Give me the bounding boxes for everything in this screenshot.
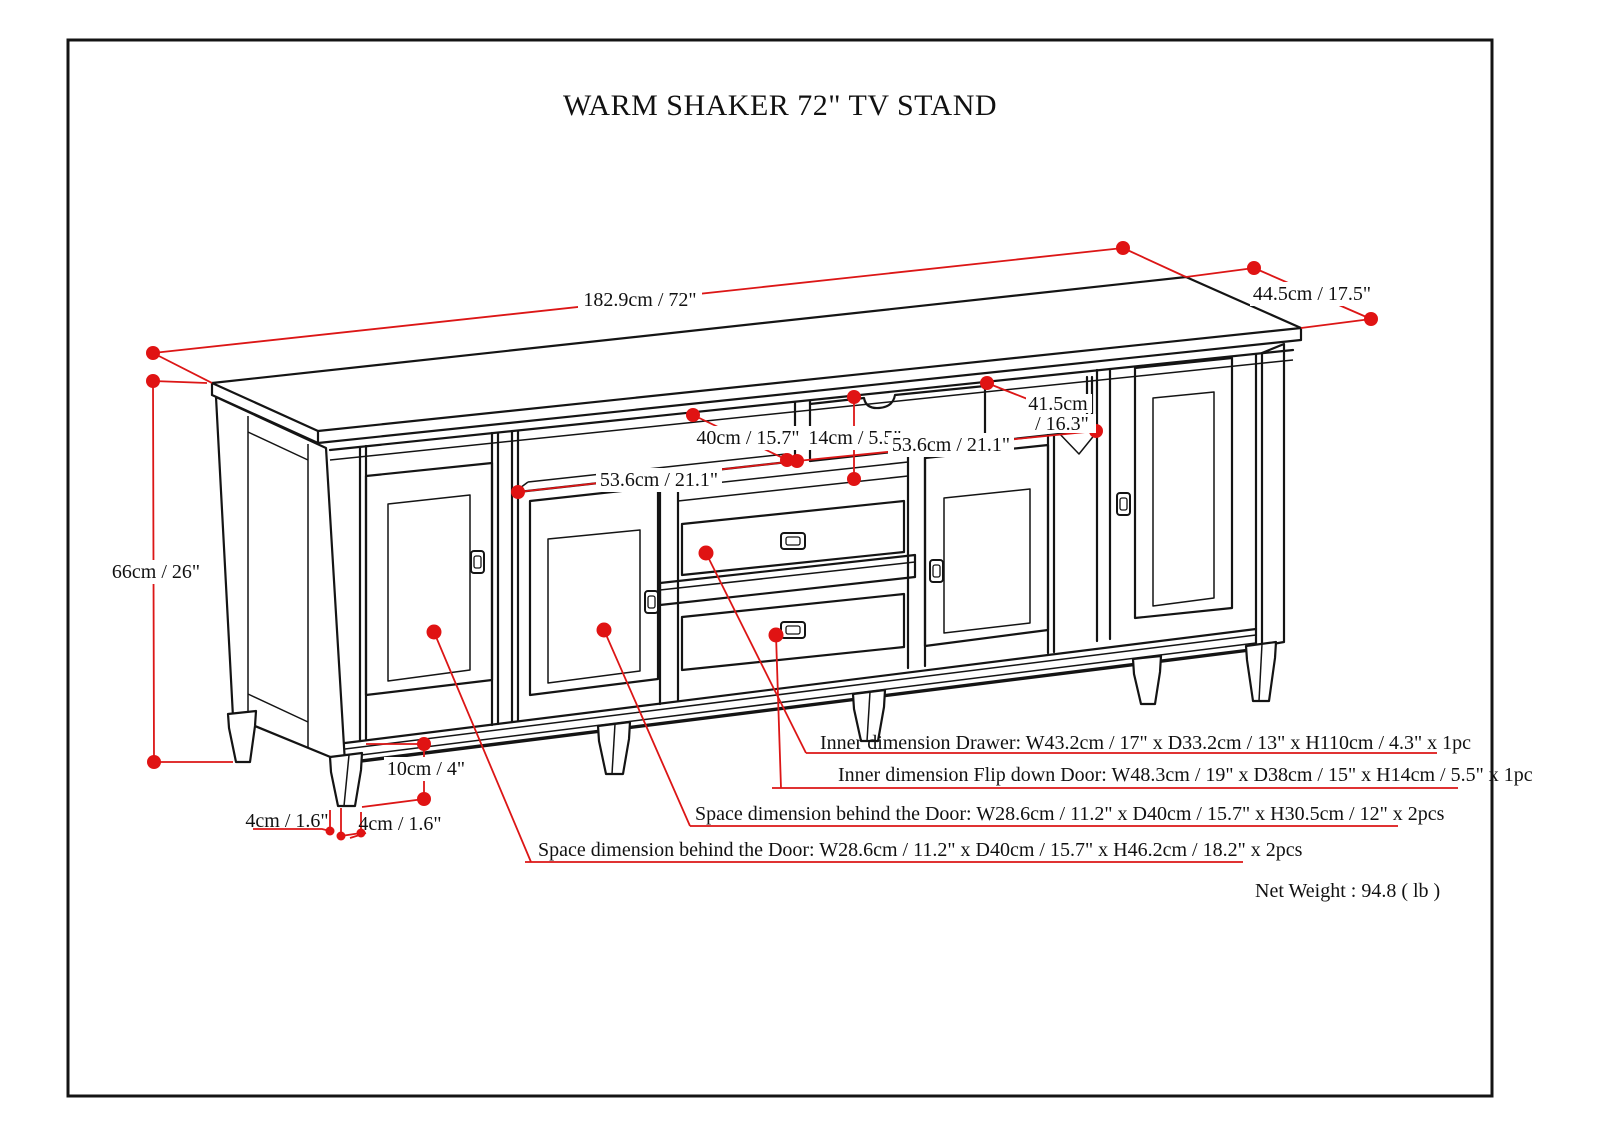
opening-width-left-label: 53.6cm / 21.1" (600, 469, 718, 491)
dimension-labels: 182.9cm / 72" 44.5cm / 17.5" 66cm / 26" … (106, 282, 1374, 835)
door-middle-right (923, 443, 1050, 648)
leg-back-left (226, 709, 258, 764)
center-rail (658, 553, 917, 607)
flip-door-annotation: Inner dimension Flip down Door: W48.3cm … (838, 764, 1533, 786)
opening-width-right-label: 53.6cm / 21.1" (892, 434, 1010, 456)
legs (226, 640, 1278, 808)
leader-drawer (705, 552, 1437, 754)
drawer-bay (658, 461, 917, 672)
overall-height-label: 66cm / 26" (112, 561, 200, 583)
right-shelf-depth-cm-label: 41.5cm (1028, 393, 1088, 415)
drawer-upper (680, 499, 906, 577)
opening-height-label: 14cm / 5.5" (808, 427, 901, 449)
leg-inner-right (1131, 654, 1163, 706)
leg-height-label: 10cm / 4" (387, 758, 465, 780)
tv-stand-drawing (210, 275, 1303, 808)
overall-depth-label: 44.5cm / 17.5" (1253, 283, 1371, 305)
flip-door-notch (808, 384, 987, 410)
dimension-lines (152, 247, 1458, 863)
door-handle (644, 590, 659, 614)
leader-flip-door (772, 634, 1458, 789)
space-behind-door-upper-annotation: Space dimension behind the Door: W28.6cm… (695, 803, 1445, 825)
leg-width-side-label: 4cm / 1.6" (358, 813, 441, 835)
leg-width-front-label: 4cm / 1.6" (245, 810, 328, 832)
drawer-lower (680, 592, 906, 672)
leader-space-upper (603, 629, 1398, 827)
right-shelf-depth-in-label: / 16.3" (1035, 413, 1089, 435)
page-border (66, 38, 1494, 1098)
dimension-dots (146, 241, 1378, 841)
door-handle (470, 550, 485, 574)
space-behind-door-lower-annotation: Space dimension behind the Door: W28.6cm… (538, 839, 1303, 861)
top-panel (210, 275, 1303, 445)
drawer-annotation: Inner dimension Drawer: W43.2cm / 17" x … (820, 732, 1471, 754)
drawer-handle (780, 532, 806, 550)
left-side-panel (214, 395, 347, 765)
door-far-right (1116, 356, 1234, 620)
page-title: WARM SHAKER 72" TV STAND (563, 89, 997, 122)
shelf-depth-label: 40cm / 15.7" (696, 427, 799, 449)
drawer-handle (780, 621, 806, 639)
leader-space-lower (433, 631, 1243, 863)
overall-width-label: 182.9cm / 72" (583, 289, 696, 311)
annotation-labels: Inner dimension Drawer: W43.2cm / 17" x … (538, 732, 1533, 902)
door-far-left (364, 461, 494, 697)
net-weight-label: Net Weight : 94.8 ( lb ) (1255, 880, 1440, 902)
door-middle-left (528, 485, 660, 697)
door-handle (1116, 492, 1131, 516)
door-handle (929, 559, 944, 583)
